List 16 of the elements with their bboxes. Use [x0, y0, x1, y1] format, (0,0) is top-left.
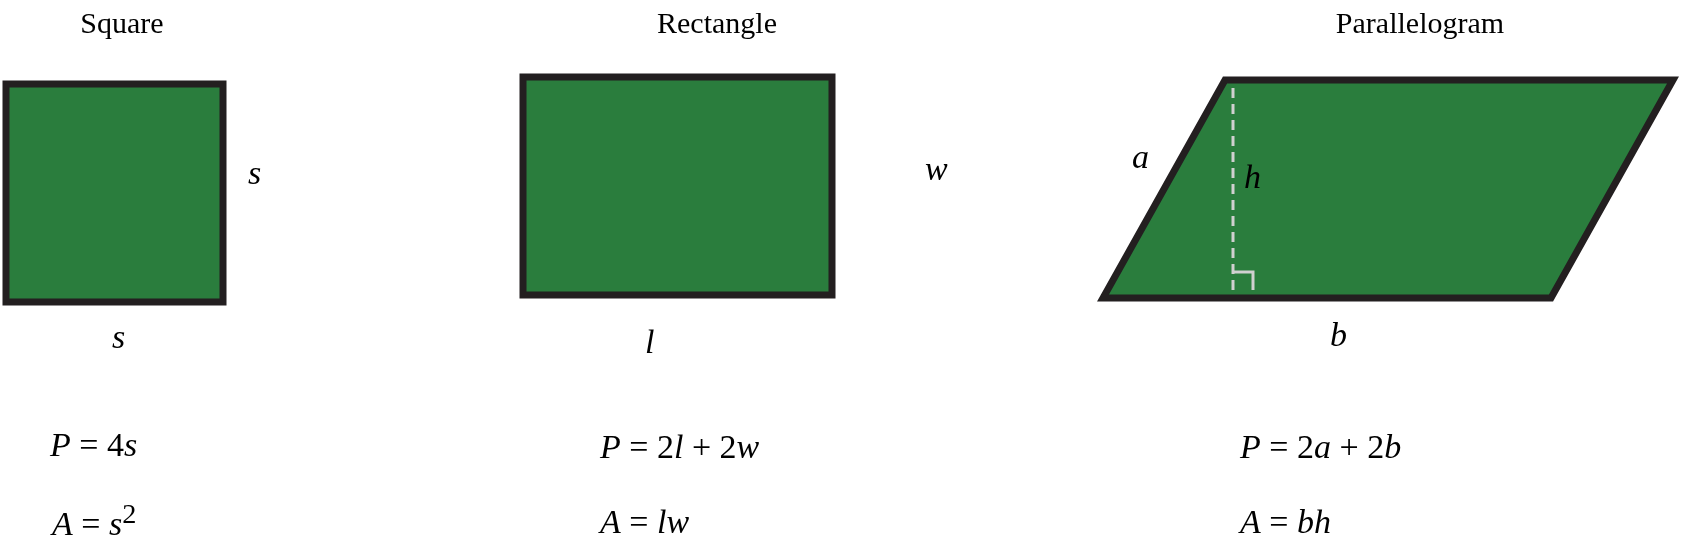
- side-label: s: [112, 320, 126, 354]
- formula: A = bh: [1240, 505, 1331, 539]
- shape-title: Square: [80, 8, 164, 38]
- side-label: a: [1132, 140, 1149, 174]
- formula: A = s$^{2}$: [52, 500, 137, 542]
- formula: P = 4s: [50, 428, 138, 462]
- side-label: b: [1330, 318, 1347, 352]
- side-label: w: [925, 152, 948, 186]
- side-label: l: [645, 325, 655, 359]
- formula: P = 2a + 2b: [1240, 430, 1402, 464]
- shape-title: Parallelogram: [1335, 8, 1505, 38]
- formula: A = lw: [600, 505, 690, 539]
- side-label: s: [248, 156, 262, 190]
- shape-title: Rectangle: [657, 8, 777, 38]
- formula: P = 2l + 2w: [600, 430, 760, 464]
- height-label: h: [1244, 160, 1261, 194]
